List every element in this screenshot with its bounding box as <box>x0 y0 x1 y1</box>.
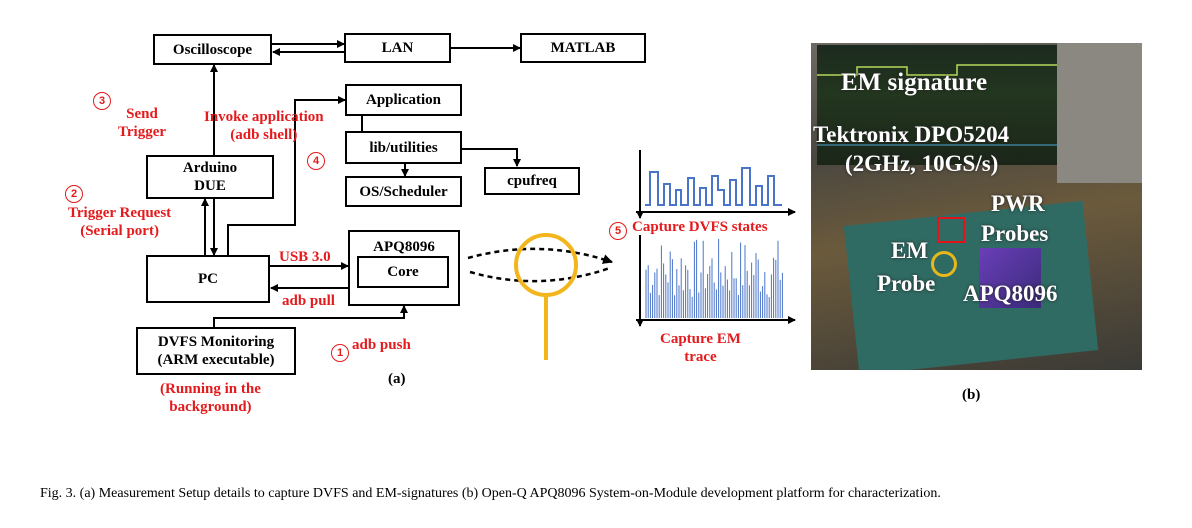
apq-photo-text: APQ8096 <box>963 281 1058 306</box>
core-box: Core <box>357 256 449 288</box>
apq-module <box>979 248 1041 308</box>
invoke-line1: Invoke application <box>204 109 324 125</box>
due-label: DUE <box>194 178 226 194</box>
step-5-marker: 5 <box>609 222 627 240</box>
trigger-request-line2: (Serial port) <box>80 223 159 239</box>
figure-caption: Fig. 3. (a) Measurement Setup details to… <box>40 486 941 501</box>
trigger-request-line1: Trigger Request <box>68 205 172 221</box>
em-probe-icon <box>514 233 578 360</box>
em-probe-coil <box>931 251 957 277</box>
step-4-marker: 4 <box>307 152 325 170</box>
panel-a-label: (a) <box>388 371 406 387</box>
capture-dvfs-label: Capture DVFS states <box>632 219 768 235</box>
trigger-request-label: Trigger Request (Serial port) <box>68 204 171 240</box>
send-trigger-label: Send Trigger <box>118 105 166 141</box>
usb-label: USB 3.0 <box>279 249 331 265</box>
step-1-marker: 1 <box>331 344 349 362</box>
panel-b-label: (b) <box>962 387 981 403</box>
running-line1: (Running in the <box>160 381 261 397</box>
capture-em-line2: trace <box>684 349 717 365</box>
running-line2: background) <box>169 399 252 415</box>
dvfs-waveform <box>636 150 796 219</box>
capture-em-label: Capture EM trace <box>660 330 741 366</box>
dvfs-monitoring-box: DVFS Monitoring (ARM executable) <box>136 327 296 375</box>
em-trace-waveform <box>636 235 796 327</box>
em-signature-text: EM signature <box>841 69 988 96</box>
send-trigger-line1: Send <box>126 106 158 122</box>
em-text: EM <box>891 238 929 263</box>
arduino-box: Arduino DUE <box>146 155 274 199</box>
pwr-text: PWR <box>991 191 1045 216</box>
dvfs-monitoring-label: DVFS Monitoring <box>157 334 275 350</box>
oscilloscope-screen <box>817 45 1057 165</box>
step-2-marker: 2 <box>65 185 83 203</box>
send-trigger-line2: Trigger <box>118 124 167 140</box>
apq8096-label: APQ8096 <box>373 239 435 255</box>
oscilloscope-box: Oscilloscope <box>153 34 272 65</box>
highlight-marker <box>937 217 965 243</box>
pc-box: PC <box>146 255 270 303</box>
matlab-box: MATLAB <box>520 33 646 63</box>
probe-text: Probe <box>877 271 936 296</box>
lan-box: LAN <box>344 33 451 63</box>
apq8096-photo: EM signature Tektronix DPO5204 (2GHz, 10… <box>811 43 1142 370</box>
cpufreq-box: cpufreq <box>484 167 580 195</box>
invoke-line2: (adb shell) <box>230 127 298 143</box>
running-background-label: (Running in the background) <box>160 380 261 416</box>
adb-pull-label: adb pull <box>282 293 335 309</box>
tektronix-text: Tektronix DPO5204 <box>813 122 1010 147</box>
capture-em-line1: Capture EM <box>660 331 741 347</box>
arduino-label: Arduino <box>182 160 238 176</box>
instrument-panel <box>1057 43 1142 183</box>
adb-push-label: adb push <box>352 337 411 353</box>
arm-executable-label: (ARM executable) <box>157 352 275 368</box>
probes-text: Probes <box>981 221 1049 246</box>
sampling-text: (2GHz, 10GS/s) <box>845 151 999 176</box>
step-3-marker: 3 <box>93 92 111 110</box>
invoke-application-label: Invoke application (adb shell) <box>204 108 324 144</box>
lib-utilities-box: lib/utilities <box>345 131 462 164</box>
application-box: Application <box>345 84 462 116</box>
os-scheduler-box: OS/Scheduler <box>345 176 462 207</box>
